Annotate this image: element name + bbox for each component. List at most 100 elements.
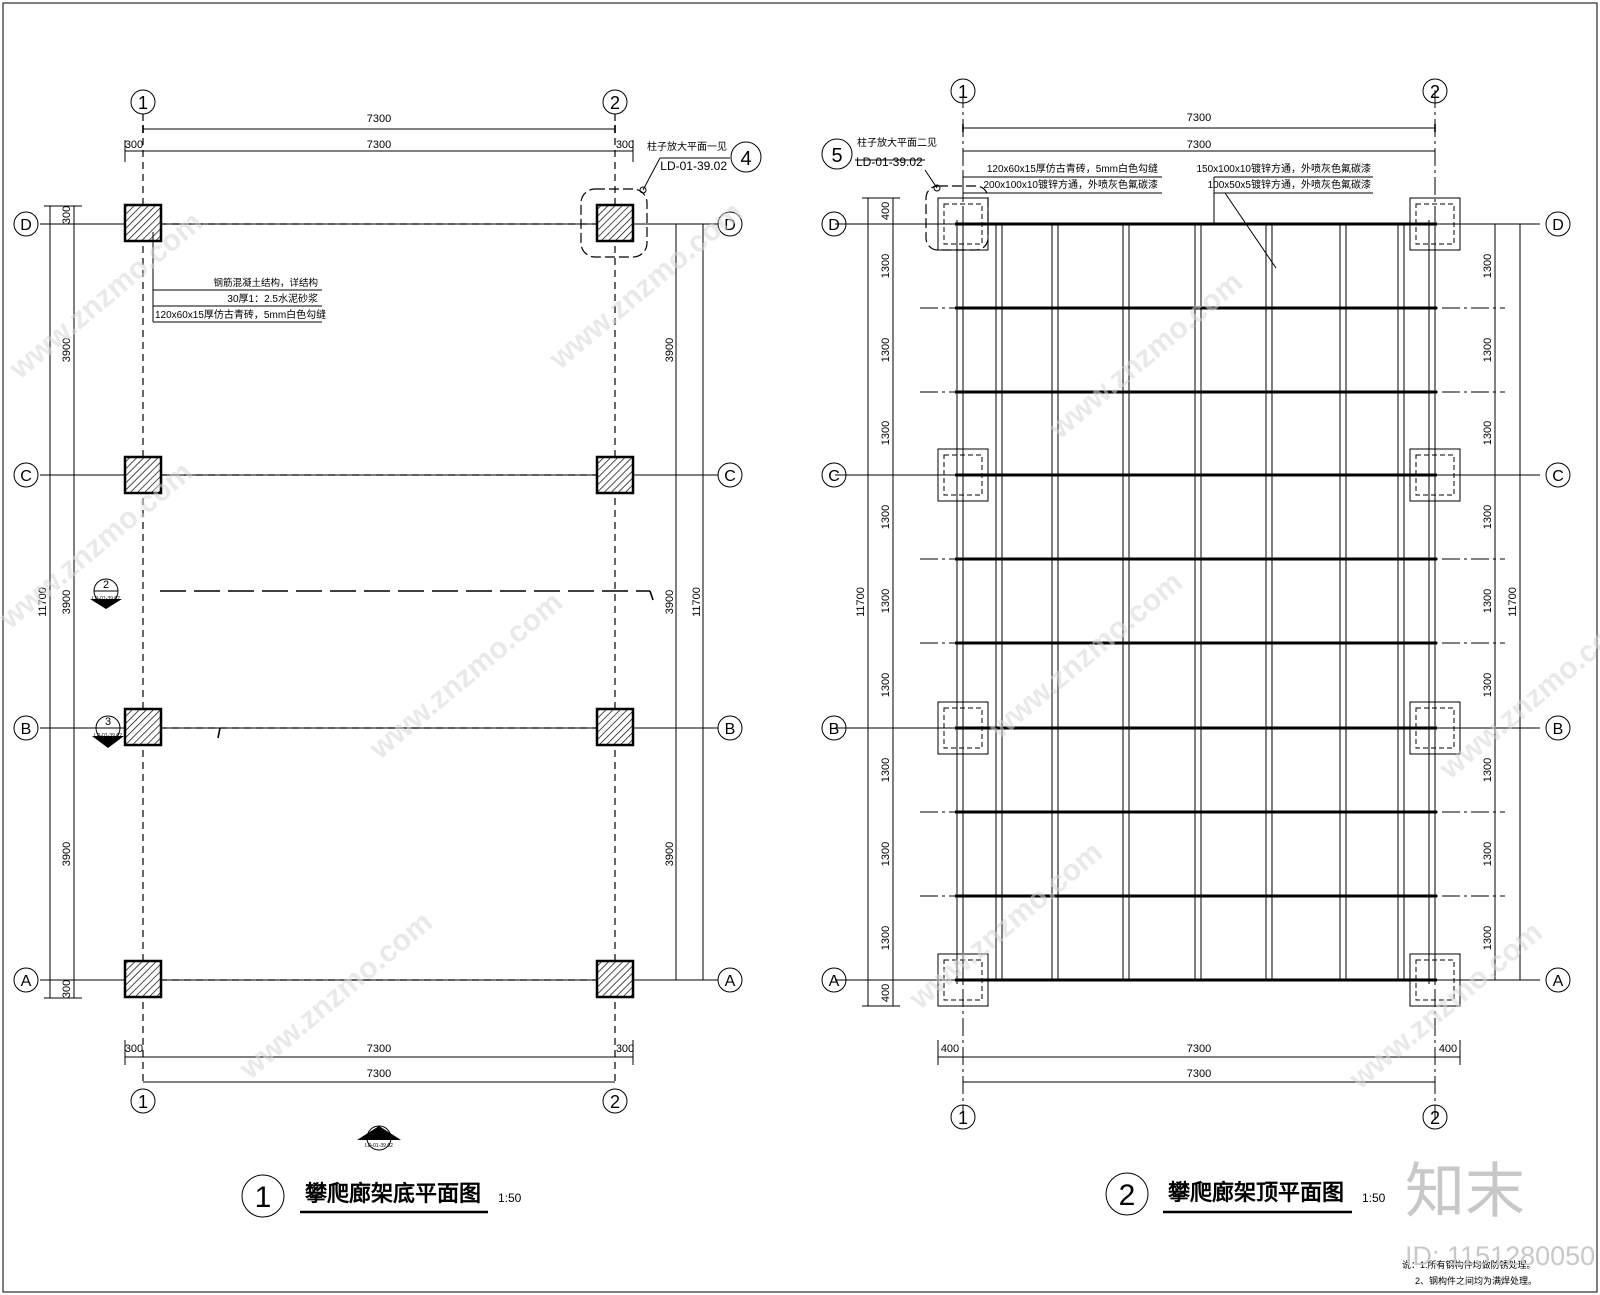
dim-label: 1300 xyxy=(1482,842,1494,866)
title-circle xyxy=(1105,1172,1149,1216)
dim-label: 3900 xyxy=(664,338,676,362)
plan-2-top-plan: 5 柱子放大平面二见 LD-01-39.02 120x60x15厚仿古青砖，5m… xyxy=(821,78,1571,1216)
svg-text:C: C xyxy=(20,468,32,485)
svg-text:D: D xyxy=(20,217,32,234)
callout-note: 柱子放大平面二见 xyxy=(857,136,937,149)
dim-label: 300 xyxy=(61,980,73,998)
svg-text:LD-01-39.02: LD-01-39.02 xyxy=(365,1143,393,1149)
grid-bubble: 1 xyxy=(130,1088,156,1114)
column xyxy=(595,959,635,999)
plan-1-bottom-plan: 4 柱子放大平面一见 LD-01-39.02 钢筋混凝土结构，详结构 30厚1：… xyxy=(13,89,762,1218)
column-footprint xyxy=(1409,197,1461,251)
svg-text:A: A xyxy=(829,973,840,990)
dim-label: 400 xyxy=(880,984,892,1002)
dim-label: 11700 xyxy=(37,587,49,617)
grid-bubble: B xyxy=(821,715,847,741)
dim-label: 7300 xyxy=(1187,112,1211,124)
svg-text:C: C xyxy=(1552,468,1564,485)
dim-label: 300 xyxy=(616,1043,634,1055)
grid-bubble: C xyxy=(717,462,743,488)
column xyxy=(123,959,163,999)
callout-ref: LD-01-39.02 xyxy=(856,155,923,169)
dim-label: 3900 xyxy=(61,842,73,866)
detail-callout-box xyxy=(925,185,989,251)
column xyxy=(123,203,163,243)
material-note: 30厚1：2.5水泥砂浆 xyxy=(227,292,318,305)
dim-label: 7300 xyxy=(1187,139,1211,151)
svg-text:B: B xyxy=(829,721,840,738)
material-note: 150x100x10镀锌方通，外喷灰色氟碳漆 xyxy=(1197,162,1372,175)
dim-label: 3900 xyxy=(664,842,676,866)
image-id: ID: 1151280050 xyxy=(1405,1241,1595,1271)
grid-bubble: 2 xyxy=(602,1088,628,1114)
svg-text:1: 1 xyxy=(958,1108,968,1128)
callout-note: 柱子放大平面一见 xyxy=(647,140,727,153)
svg-text:1: 1 xyxy=(138,93,148,113)
dim-label: 1300 xyxy=(880,842,892,866)
dim-label: 1300 xyxy=(880,505,892,529)
column-footprint xyxy=(1409,701,1461,755)
material-note: 200x100x10镀锌方通，外喷灰色氟碳漆 xyxy=(984,178,1159,191)
svg-text:A: A xyxy=(21,973,32,990)
dim-label: 3900 xyxy=(61,338,73,362)
dim-label: 7300 xyxy=(367,1043,391,1055)
svg-text:D: D xyxy=(724,217,736,234)
grid-bubble: C xyxy=(1545,462,1571,488)
dim-label: 400 xyxy=(1439,1043,1457,1055)
dim-label: 7300 xyxy=(1187,1068,1211,1080)
svg-text:2: 2 xyxy=(1430,1108,1440,1128)
svg-text:A: A xyxy=(1553,973,1564,990)
plan-scale: 1:50 xyxy=(1362,1191,1386,1205)
dim-label: 1300 xyxy=(1482,926,1494,950)
svg-text:2: 2 xyxy=(610,93,620,113)
svg-text:1: 1 xyxy=(138,1092,148,1112)
dim-label: 3900 xyxy=(664,590,676,614)
dim-label: 7300 xyxy=(1187,1043,1211,1055)
dim-label: 300 xyxy=(616,139,634,151)
note-line-2: 2、钢构件之间均为满焊处理。 xyxy=(1415,1275,1537,1286)
title-num: 2 xyxy=(1119,1179,1136,1212)
brand-logo: 知末 xyxy=(1405,1158,1525,1225)
grid-bubble: 2 xyxy=(1422,1104,1448,1130)
svg-text:B: B xyxy=(725,721,736,738)
grid-bubble: A xyxy=(717,967,743,993)
dim-label: 1300 xyxy=(880,673,892,697)
dim-label: 7300 xyxy=(367,113,391,125)
grid-bubble: B xyxy=(717,715,743,741)
callout-num: 4 xyxy=(740,148,751,170)
grid-bubble: C xyxy=(821,462,847,488)
svg-text:D: D xyxy=(828,217,840,234)
title-num: 1 xyxy=(255,1181,272,1214)
purlins xyxy=(995,224,1405,980)
callout-num: 5 xyxy=(831,145,842,167)
svg-text:1: 1 xyxy=(376,1126,382,1138)
dim-label: 1300 xyxy=(880,589,892,613)
grid-bubble: 1 xyxy=(950,78,976,104)
column xyxy=(123,455,163,495)
grid-bubble: D xyxy=(13,211,39,237)
plan-scale: 1:50 xyxy=(498,1191,522,1205)
svg-text:C: C xyxy=(724,468,736,485)
dim-label: 1300 xyxy=(1482,421,1494,445)
dim-label: 300 xyxy=(125,1043,143,1055)
dim-label: 1300 xyxy=(880,338,892,362)
column xyxy=(123,707,163,747)
section-marker: 1 LD-01-39.02 xyxy=(357,1125,401,1151)
grid-bubble: C xyxy=(13,462,39,488)
grid-bubble: B xyxy=(13,715,39,741)
svg-text:1: 1 xyxy=(958,82,968,102)
svg-text:C: C xyxy=(828,468,840,485)
dim-label: 11700 xyxy=(691,587,703,617)
dim-label: 11700 xyxy=(1507,587,1519,617)
dim-label: 3900 xyxy=(61,590,73,614)
dim-label: 1300 xyxy=(1482,758,1494,782)
dim-label: 1300 xyxy=(1482,254,1494,278)
section-marker: 2 LD-01-39.02 xyxy=(90,578,122,609)
svg-text:3: 3 xyxy=(105,716,111,728)
section-marker: 3 LD-01-39.02 xyxy=(92,715,124,748)
grid-bubble: A xyxy=(13,967,39,993)
material-note: 100x50x5镀锌方通，外喷灰色氟碳漆 xyxy=(1208,178,1371,191)
column-footprint xyxy=(937,448,989,502)
svg-text:B: B xyxy=(21,721,32,738)
